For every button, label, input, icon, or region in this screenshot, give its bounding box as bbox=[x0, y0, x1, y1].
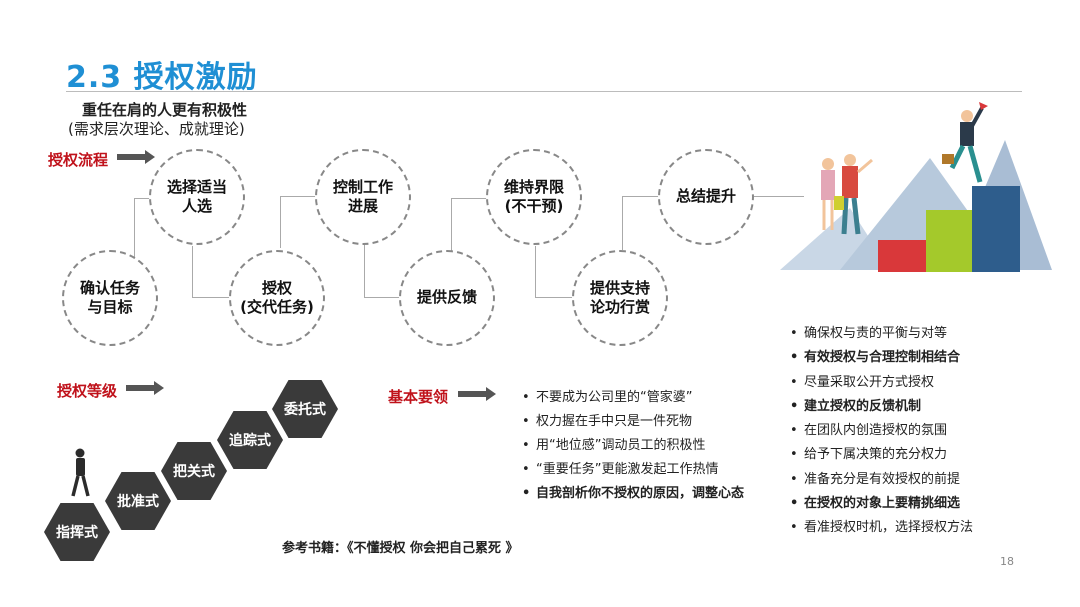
essentials-item: 权力握在手中只是一件死物 bbox=[520, 410, 744, 434]
connector-line bbox=[192, 246, 232, 298]
process-step-summarize: 总结提升 bbox=[658, 149, 754, 245]
connector-line bbox=[622, 196, 660, 250]
essentials-item: 不要成为公司里的“管家婆” bbox=[520, 386, 744, 410]
principle-item: 有效授权与合理控制相结合 bbox=[788, 346, 973, 370]
principle-item: 在授权的对象上要精挑细选 bbox=[788, 492, 973, 516]
process-step-support-reward: 提供支持论功行赏 bbox=[572, 250, 668, 346]
process-step-control-progress: 控制工作进展 bbox=[315, 149, 411, 245]
title-divider bbox=[66, 91, 1022, 92]
levels-label: 授权等级 bbox=[57, 380, 117, 401]
levels-arrow-icon bbox=[126, 383, 166, 393]
essentials-item: 自我剖析你不授权的原因，调整心态 bbox=[520, 482, 744, 506]
principles-list: 确保权与责的平衡与对等 有效授权与合理控制相结合 尽量采取公开方式授权 建立授权… bbox=[788, 322, 973, 541]
reference-book: 参考书籍：《不懂授权 你会把自己累死 》 bbox=[282, 537, 519, 556]
principle-item: 给予下属决策的充分权力 bbox=[788, 443, 973, 467]
principle-item: 确保权与责的平衡与对等 bbox=[788, 322, 973, 346]
connector-line bbox=[280, 196, 318, 248]
level-hex-tracking: 追踪式 bbox=[217, 411, 283, 469]
page-number: 18 bbox=[1000, 555, 1014, 568]
slide-title: 2.3 授权激励 bbox=[66, 52, 258, 96]
essentials-arrow-icon bbox=[458, 389, 498, 399]
process-label: 授权流程 bbox=[48, 149, 108, 170]
process-step-delegate: 授权(交代任务) bbox=[229, 250, 325, 346]
process-arrow-icon bbox=[117, 152, 157, 162]
principle-item: 在团队内创造授权的氛围 bbox=[788, 419, 973, 443]
process-step-select-person: 选择适当人选 bbox=[149, 149, 245, 245]
subtitle-main: 重任在肩的人更有积极性 bbox=[82, 99, 247, 120]
process-step-maintain-boundary: 维持界限(不干预) bbox=[486, 149, 582, 245]
process-step-confirm-task: 确认任务与目标 bbox=[62, 250, 158, 346]
essentials-list: 不要成为公司里的“管家婆” 权力握在手中只是一件死物 用“地位感”调动员工的积极… bbox=[520, 386, 744, 506]
principle-item: 准备充分是有效授权的前提 bbox=[788, 468, 973, 492]
level-hex-entrust: 委托式 bbox=[272, 380, 338, 438]
team-climbing-illustration bbox=[780, 98, 1055, 276]
walking-person-icon bbox=[68, 448, 92, 500]
essentials-item: “重要任务”更能激发起工作热情 bbox=[520, 458, 744, 482]
connector-line bbox=[451, 198, 489, 256]
level-hex-command: 指挥式 bbox=[44, 503, 110, 561]
connector-line bbox=[364, 244, 404, 298]
essentials-item: 用“地位感”调动员工的积极性 bbox=[520, 434, 744, 458]
level-hex-gatekeeping: 把关式 bbox=[161, 442, 227, 500]
level-hex-approval: 批准式 bbox=[105, 472, 171, 530]
principle-item: 看准授权时机，选择授权方法 bbox=[788, 516, 973, 540]
process-step-feedback: 提供反馈 bbox=[399, 250, 495, 346]
principle-item: 尽量采取公开方式授权 bbox=[788, 371, 973, 395]
essentials-label: 基本要领 bbox=[388, 386, 448, 407]
subtitle-theories: (需求层次理论、成就理论) bbox=[68, 118, 245, 139]
principle-item: 建立授权的反馈机制 bbox=[788, 395, 973, 419]
connector-line bbox=[535, 246, 575, 298]
